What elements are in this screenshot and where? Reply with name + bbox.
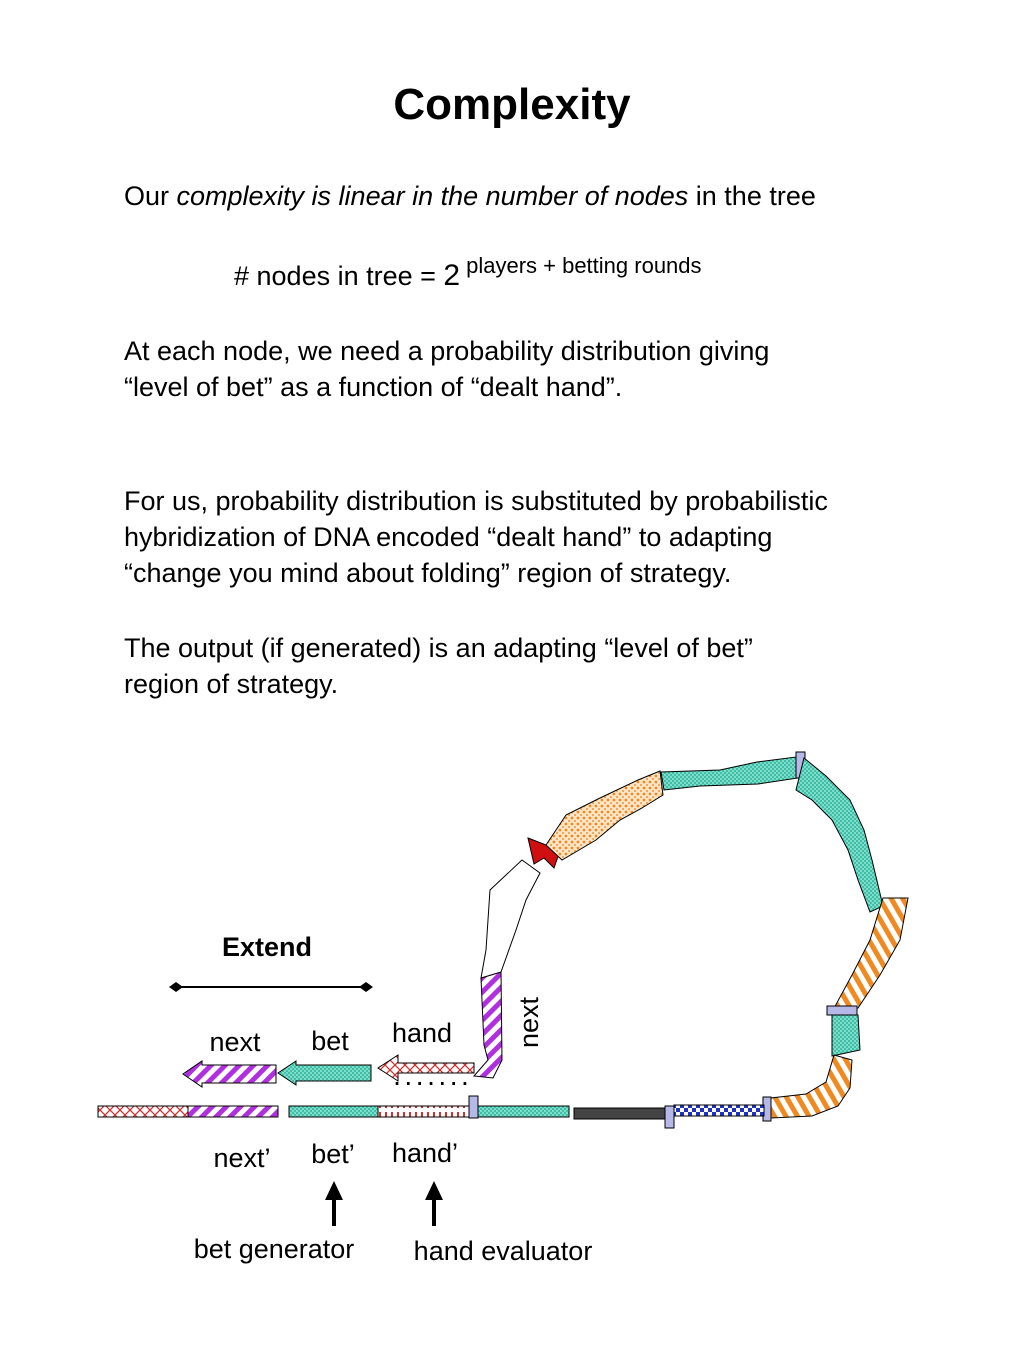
paragraph-probability: At each node, we need a probability dist… (124, 333, 769, 405)
template-segment-blue (673, 1104, 765, 1117)
next-label: next (209, 1027, 261, 1057)
para2-line1: At each node, we need a probability dist… (124, 336, 770, 366)
bet-generator-label: bet generator (194, 1234, 355, 1264)
template-segment-teal (477, 1105, 570, 1118)
dots-ellipsis: ······· (392, 1066, 471, 1097)
template-segment-next-prime (187, 1105, 279, 1118)
bet-label: bet (311, 1026, 349, 1056)
next-arrow (182, 1060, 277, 1088)
para4-line2: region of strategy. (124, 669, 339, 699)
hand-label: hand (392, 1018, 452, 1048)
next-prime-label: next’ (213, 1143, 270, 1173)
extend-bracket (169, 982, 373, 992)
paragraph-output: The output (if generated) is an adapting… (124, 630, 753, 702)
extend-label: Extend (222, 932, 312, 962)
next-vertical-label: next (514, 996, 544, 1048)
template-strand (97, 1095, 765, 1129)
template-segment-red (97, 1105, 189, 1118)
para3-line3: “change you mind about folding” region o… (124, 558, 732, 588)
hand-evaluator-label: hand evaluator (414, 1236, 593, 1266)
bet-generator-arrow (325, 1181, 343, 1226)
para3-line1: For us, probability distribution is subs… (124, 486, 828, 516)
template-marker-2 (664, 1105, 675, 1129)
para3-line2: hybridization of DNA encoded “dealt hand… (124, 522, 773, 552)
para1-post: in the tree (688, 181, 816, 211)
hand-prime-label: hand’ (392, 1138, 458, 1168)
paragraph-complexity: Our complexity is linear in the number o… (124, 178, 816, 214)
formula-lhs: # nodes in tree = (234, 261, 444, 291)
bet-arrow (277, 1060, 372, 1086)
template-marker (468, 1095, 479, 1119)
hairpin-loop (472, 751, 909, 1122)
hand-evaluator-arrow (425, 1181, 443, 1226)
hand-arrow (377, 1054, 475, 1082)
template-segment-bet-prime (288, 1105, 379, 1118)
paragraph-hybridization: For us, probability distribution is subs… (124, 483, 828, 591)
para1-italic: complexity is linear in the number of no… (176, 181, 689, 211)
page-title: Complexity (393, 80, 631, 129)
formula-base: 2 (443, 259, 461, 292)
para4-line1: The output (if generated) is an adapting… (124, 633, 753, 663)
para1-pre: Our (124, 181, 177, 211)
para2-line2: “level of bet” as a function of “dealt h… (124, 372, 623, 402)
template-segment-dark (573, 1107, 666, 1120)
bet-prime-label: bet’ (311, 1139, 355, 1169)
formula-exponent: players + betting rounds (466, 253, 702, 278)
template-segment-hand-prime (377, 1105, 470, 1118)
